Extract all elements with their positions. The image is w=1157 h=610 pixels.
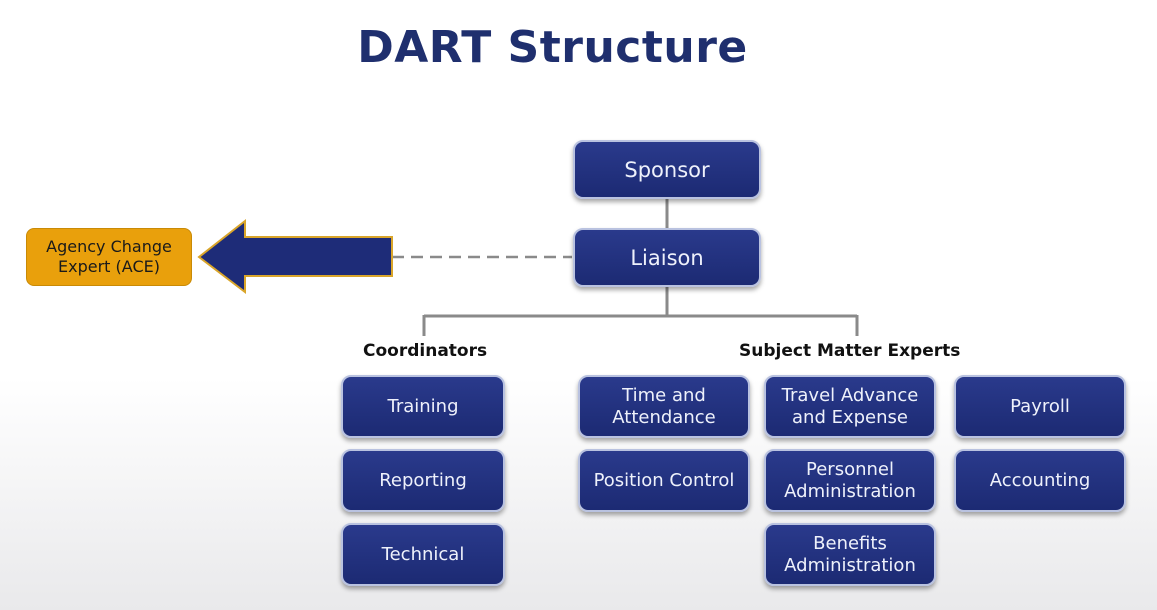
sme-payroll-box: Payroll	[954, 375, 1126, 438]
coordinator-reporting-box: Reporting	[341, 449, 505, 512]
sme-benefits-admin-box: Benefits Administration	[764, 523, 936, 586]
sme-travel-expense-box: Travel Advance and Expense	[764, 375, 936, 438]
sme-time-attendance-box: Time and Attendance	[578, 375, 750, 438]
liaison-box: Liaison	[573, 228, 761, 287]
ace-arrow-icon	[197, 218, 393, 295]
coordinator-training-box: Training	[341, 375, 505, 438]
coordinators-heading: Coordinators	[363, 341, 488, 361]
sme-heading: Subject Matter Experts	[739, 341, 961, 361]
page-title: DART Structure	[357, 22, 748, 73]
sme-accounting-box: Accounting	[954, 449, 1126, 512]
sponsor-box: Sponsor	[573, 140, 761, 199]
sme-position-control-box: Position Control	[578, 449, 750, 512]
ace-box: Agency Change Expert (ACE)	[26, 228, 192, 286]
coordinator-technical-box: Technical	[341, 523, 505, 586]
sme-personnel-admin-box: Personnel Administration	[764, 449, 936, 512]
